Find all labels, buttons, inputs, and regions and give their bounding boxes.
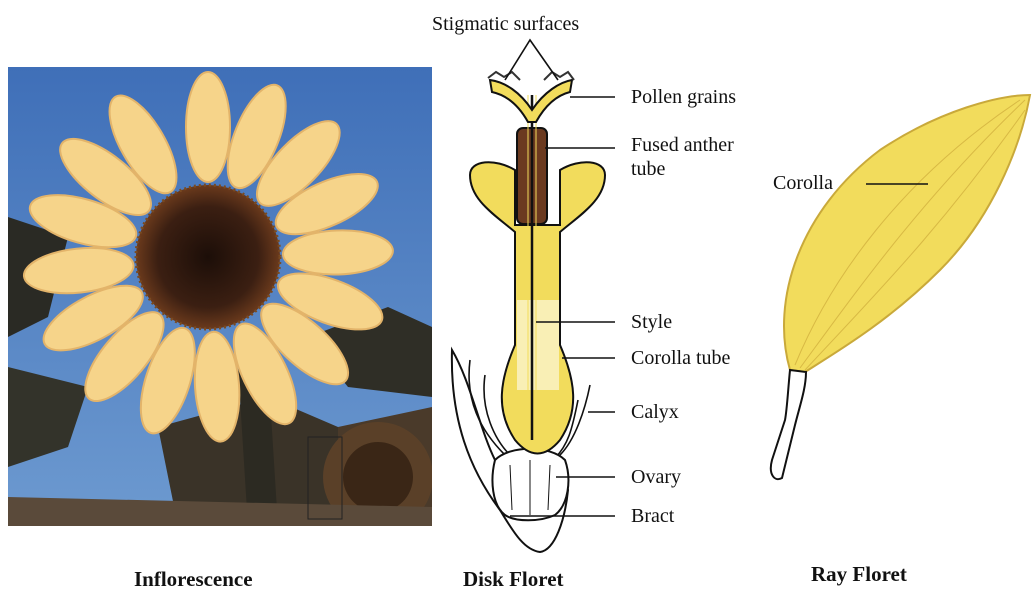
anther-tube-shape: [517, 128, 547, 224]
calyx-shape: [469, 360, 590, 458]
label-corolla: Corolla: [773, 171, 833, 195]
stigma-shape: [490, 80, 572, 122]
caption-ray-floret: Ray Floret: [811, 562, 907, 587]
label-bract: Bract: [631, 504, 674, 528]
ray-floret-corolla-shape: [784, 95, 1030, 372]
sunflower-inflorescence-image: [8, 67, 432, 526]
label-corolla-tube: Corolla tube: [631, 346, 730, 370]
label-stigmatic-surfaces: Stigmatic surfaces: [432, 12, 579, 36]
label-style: Style: [631, 310, 672, 334]
label-fused-anther-tube-line2: tube: [631, 157, 665, 181]
label-fused-anther-tube-line1: Fused anther: [631, 133, 734, 157]
caption-inflorescence: Inflorescence: [134, 567, 253, 592]
bract-shape: [452, 350, 568, 552]
label-ovary: Ovary: [631, 465, 681, 489]
label-pollen-grains: Pollen grains: [631, 85, 736, 109]
ovary-shape: [492, 449, 568, 521]
ray-floret-ovary-shape: [771, 370, 806, 479]
corolla-tube-shape: [470, 162, 605, 453]
label-calyx: Calyx: [631, 400, 679, 424]
caption-disk-floret: Disk Floret: [463, 567, 564, 592]
